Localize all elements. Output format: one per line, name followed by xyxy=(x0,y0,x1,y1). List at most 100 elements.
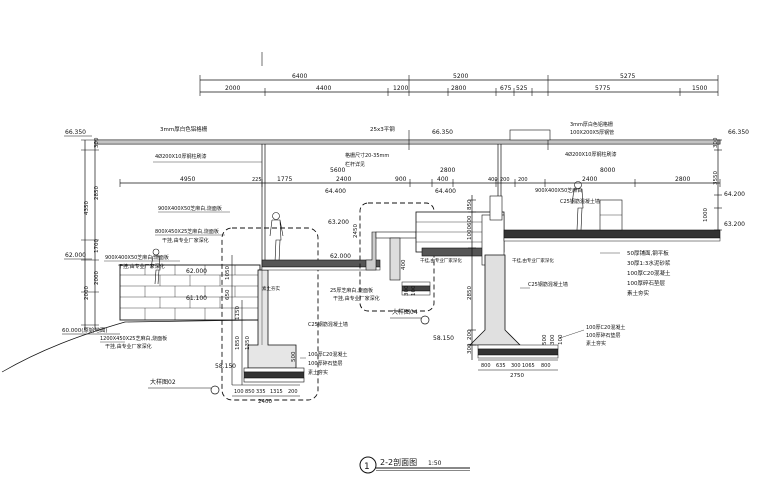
note-base-r1: 100厚C20混凝土 xyxy=(586,324,625,331)
note-mid-1: 25厚芝麻白,烧面板 xyxy=(330,287,373,294)
right-long-deck xyxy=(503,199,721,242)
vdim-right-4: 850 xyxy=(467,199,473,210)
human-figure-right xyxy=(571,181,584,231)
vdim-right-3: 1000 xyxy=(703,208,709,222)
vdim-right-12: 100 xyxy=(558,334,564,345)
right-vertical-dims xyxy=(468,139,722,360)
dim-mid-2: 1775 xyxy=(277,176,292,183)
dim-mid-7: 2800 xyxy=(440,167,455,174)
dim-mid-4: 2400 xyxy=(336,176,351,183)
note-right-3: 4Ø200X10厚钢柱刷漆 xyxy=(565,151,616,158)
bdim-right-3: 300 xyxy=(511,363,521,369)
note-wall-3: 900X400X50芝麻白,烧面板 xyxy=(105,254,169,261)
vdim-mid-9: 300 xyxy=(404,285,410,296)
dim-top-row2-2: 4400 xyxy=(316,85,331,92)
dim-mid-6: 400 xyxy=(437,176,449,183)
note-tiny: 素土夯实 xyxy=(262,285,280,292)
note-deck-3: 100厚C20混凝土 xyxy=(627,269,671,277)
note-deck-1: 50厚铺面,钢平板 xyxy=(627,249,669,257)
elev-top-mid: 66.350 xyxy=(432,129,453,136)
dim-top-3: 5275 xyxy=(620,73,635,80)
dim-mid-10: 2800 xyxy=(675,176,690,183)
bdim-right-total: 2750 xyxy=(510,373,524,379)
bdim-right-4: 1065 xyxy=(522,363,535,369)
bdim-left-4: 1315 xyxy=(270,389,283,395)
elev-63-200: 63.200 xyxy=(328,219,349,226)
elev-58-150: 58.150 xyxy=(215,363,236,370)
elev-64-400-a: 64.400 xyxy=(325,188,346,195)
note-right-1: 3mm厚白色铝格栅 xyxy=(570,121,613,128)
note-mid-2: 干挂,由专业厂家深化 xyxy=(333,295,380,302)
note-base-2: 100厚碎石垫层 xyxy=(308,360,343,367)
note-base-r2: 100厚碎石垫层 xyxy=(586,332,621,339)
title-scale: 1:50 xyxy=(428,460,442,467)
elev-62-mid: 62.000 xyxy=(330,253,351,260)
callout-detail-02 xyxy=(148,385,220,395)
note-mid-text: 干挂,由专业厂家深化 xyxy=(420,257,462,264)
elev-top-right: 66.350 xyxy=(728,129,749,136)
elev-60: 60.000(原始地面) xyxy=(62,326,108,334)
vdim-left-2: 2850 xyxy=(94,186,100,200)
vdim-mid-6: 500 xyxy=(291,351,297,362)
callout-04-label: 大样图04 xyxy=(392,308,418,316)
vdim-right-11: 300 xyxy=(550,334,556,345)
dim-top-row2-5: 675 xyxy=(500,85,512,92)
note-deck-5: 素土夯实 xyxy=(627,289,650,297)
vdim-right-1: 300 xyxy=(713,137,719,148)
vdim-right-10: 500 xyxy=(542,334,548,345)
note-far-right: 干挂,由专业厂家深化 xyxy=(512,257,554,264)
bdim-right-2: 635 xyxy=(496,363,506,369)
elev-62-wall: 62.000 xyxy=(186,268,207,275)
human-figure-mid xyxy=(269,212,284,263)
note-steel-top: 3mm厚白色铝格栅 xyxy=(160,125,208,133)
note-handrail: 25x3平钢 xyxy=(370,125,395,133)
elev-63-200-b: 63.200 xyxy=(724,221,745,228)
note-deck-2: 30厚1:3水泥砂浆 xyxy=(627,259,671,267)
note-wall-1: 900X400X50芝麻白,烧面板 xyxy=(158,205,222,212)
dim-mark-2: 200 xyxy=(500,177,510,183)
dim-top-row2-7: 5775 xyxy=(595,85,610,92)
note-wall-2: 800X450X25芝麻白,烧面板 xyxy=(155,228,219,235)
note-rail-2: 栏杆详见 xyxy=(345,161,365,168)
note-steel-column: 4Ø200X10厚钢柱刷漆 xyxy=(155,153,206,160)
right-deck xyxy=(415,195,559,359)
note-wall-2b: 干挂,由专业厂家深化 xyxy=(162,237,209,244)
callout-02-label: 大样图02 xyxy=(150,378,176,386)
note-right-5: C25钢筋混凝土墙 xyxy=(560,198,600,205)
dim-top-row2-8: 1500 xyxy=(692,85,707,92)
leader-lines xyxy=(100,161,620,359)
vdim-right-7: 2850 xyxy=(467,286,473,300)
vdim-left-1: 300 xyxy=(94,137,100,148)
mid-vertical-dims xyxy=(231,255,243,385)
note-right-4: 900X400X50芝麻白 xyxy=(535,187,582,194)
dim-top-row2-4: 2800 xyxy=(451,85,466,92)
elev-top-left: 66.350 xyxy=(65,129,86,136)
note-base-r3: 素土夯实 xyxy=(586,340,606,347)
top-dimension-lines xyxy=(199,52,719,96)
detail-04-boundary xyxy=(359,202,435,312)
vdim-right-9: 300 xyxy=(467,343,473,354)
bdim-left-1: 100 xyxy=(234,389,244,395)
note-rail-1: 格栅尺寸20-35mm xyxy=(345,152,389,159)
elev-62-left: 62.000 xyxy=(65,252,86,259)
note-base-1: 100厚C20混凝土 xyxy=(308,351,347,358)
elev-64-400-b: 64.400 xyxy=(435,188,456,195)
dim-top-row2-1: 2000 xyxy=(225,85,240,92)
dim-mid-8: 8000 xyxy=(600,167,615,174)
dim-mark-4: 200 xyxy=(518,177,528,183)
vdim-mid-7: 2450 xyxy=(353,224,359,238)
note-wall-4: 1200X450X25芝麻白,烧面板 xyxy=(100,335,167,342)
vdim-mid-1: 1150 xyxy=(235,306,241,320)
vdim-left-3: 4350 xyxy=(84,201,90,215)
bdim-left-total: 2400 xyxy=(258,399,272,405)
dim-mid-3: 5600 xyxy=(330,167,345,174)
note-wall-4b: 干挂,由专业厂家深化 xyxy=(105,343,152,350)
note-c25-right: C25钢筋混凝土墙 xyxy=(528,281,568,288)
mid-step-structure xyxy=(375,231,431,296)
mid-dimension-lines xyxy=(119,179,721,187)
roof-canopy xyxy=(94,129,721,270)
dim-top-1: 6400 xyxy=(292,73,307,80)
vdim-left-6: 2000 xyxy=(84,286,90,300)
elev-58-150-b: 58.150 xyxy=(433,335,454,342)
